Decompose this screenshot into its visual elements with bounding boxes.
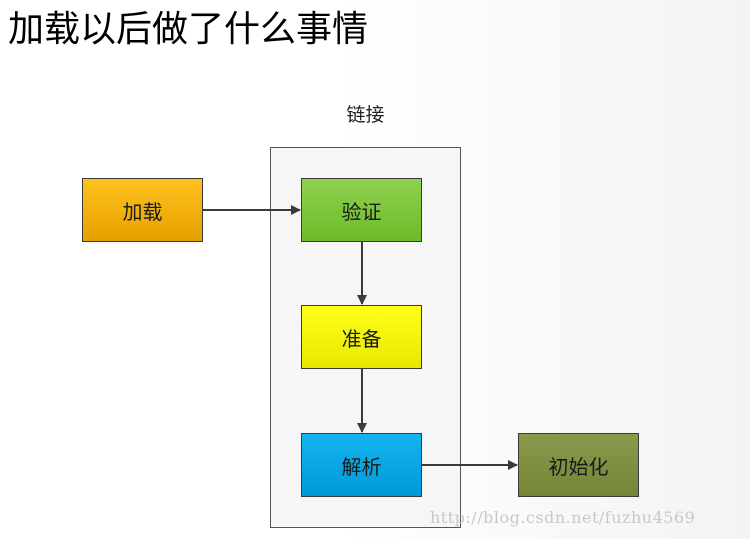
node-verify: 验证 — [301, 178, 422, 242]
node-load: 加载 — [82, 178, 203, 242]
watermark-text: http://blog.csdn.net/fuzhu4569 — [430, 508, 696, 527]
node-prepare: 准备 — [301, 305, 422, 369]
page-title: 加载以后做了什么事情 — [8, 9, 369, 50]
group-label-linking: 链接 — [346, 104, 385, 126]
node-resolve: 解析 — [301, 433, 422, 497]
node-initialize: 初始化 — [518, 433, 639, 497]
